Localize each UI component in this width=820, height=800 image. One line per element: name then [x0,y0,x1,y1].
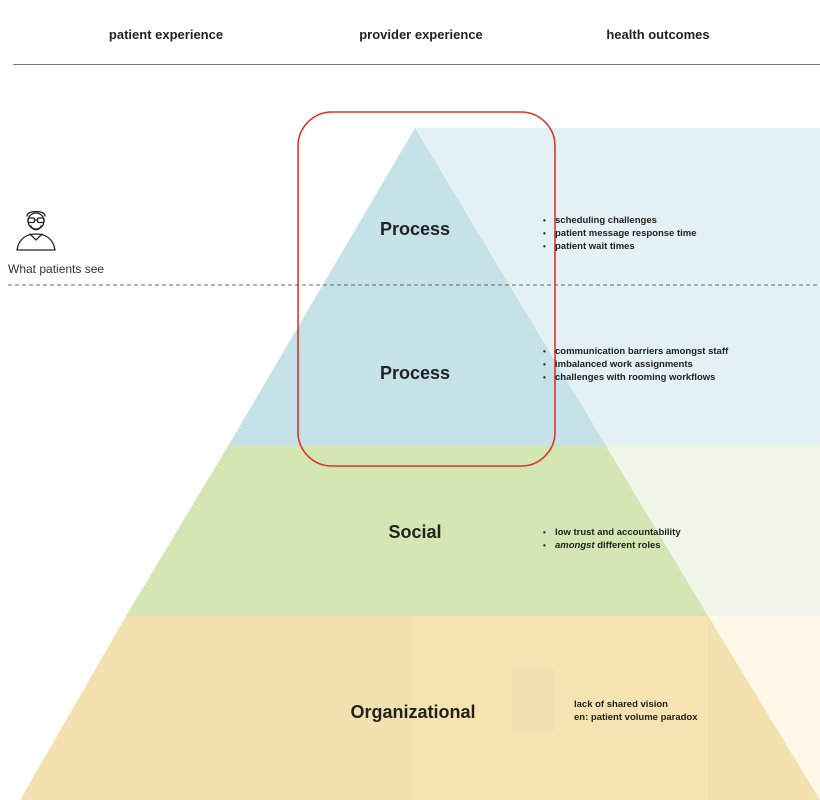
highlight-frame [297,111,556,467]
layer-label-social: Social [388,522,442,542]
organizational-shade [415,616,708,800]
bullet-list-organizational: lack of shared vision en: patient volume… [574,698,698,724]
list-item: challenges with rooming workflows [543,371,728,384]
list-item: patient message response time [543,227,697,240]
layer-label-process-hidden: Process [379,363,451,383]
list-item: scheduling challenges [543,214,697,227]
bullet-list-social: low trust and accountability amongst dif… [543,526,681,552]
list-item: low trust and accountability [543,526,681,539]
column-header: patient experience provider experience h… [0,0,820,66]
pyramid-layer-social [126,446,708,616]
column-patient-experience: patient experience [108,27,224,42]
column-health-outcomes: health outcomes [606,27,710,42]
elderly-person-icon [16,210,56,251]
column-provider-experience: provider experience [359,27,483,42]
header-divider [13,64,820,65]
patient-caption: What patients see [8,262,105,276]
list-item-continuation: amongst different roles [543,539,681,552]
pyramid-layer-process [228,128,606,446]
layer-label-organizational: Organizational [350,702,476,722]
faint-patch [512,668,554,730]
list-item: en: patient volume paradox [574,712,698,723]
list-item: communication barriers amongst staff [543,345,728,358]
bullet-list-process-visible: scheduling challenges patient message re… [543,214,697,253]
continuation-text: different roles [597,540,661,551]
emphasis-text: amongst [555,540,595,551]
list-item: lack of shared vision [574,699,668,710]
list-item: patient wait times [543,240,697,253]
layer-label-process-visible: Process [379,219,451,239]
bullet-list-process-hidden: communication barriers amongst staff imb… [543,345,728,384]
list-item: imbalanced work assignments [543,358,728,371]
